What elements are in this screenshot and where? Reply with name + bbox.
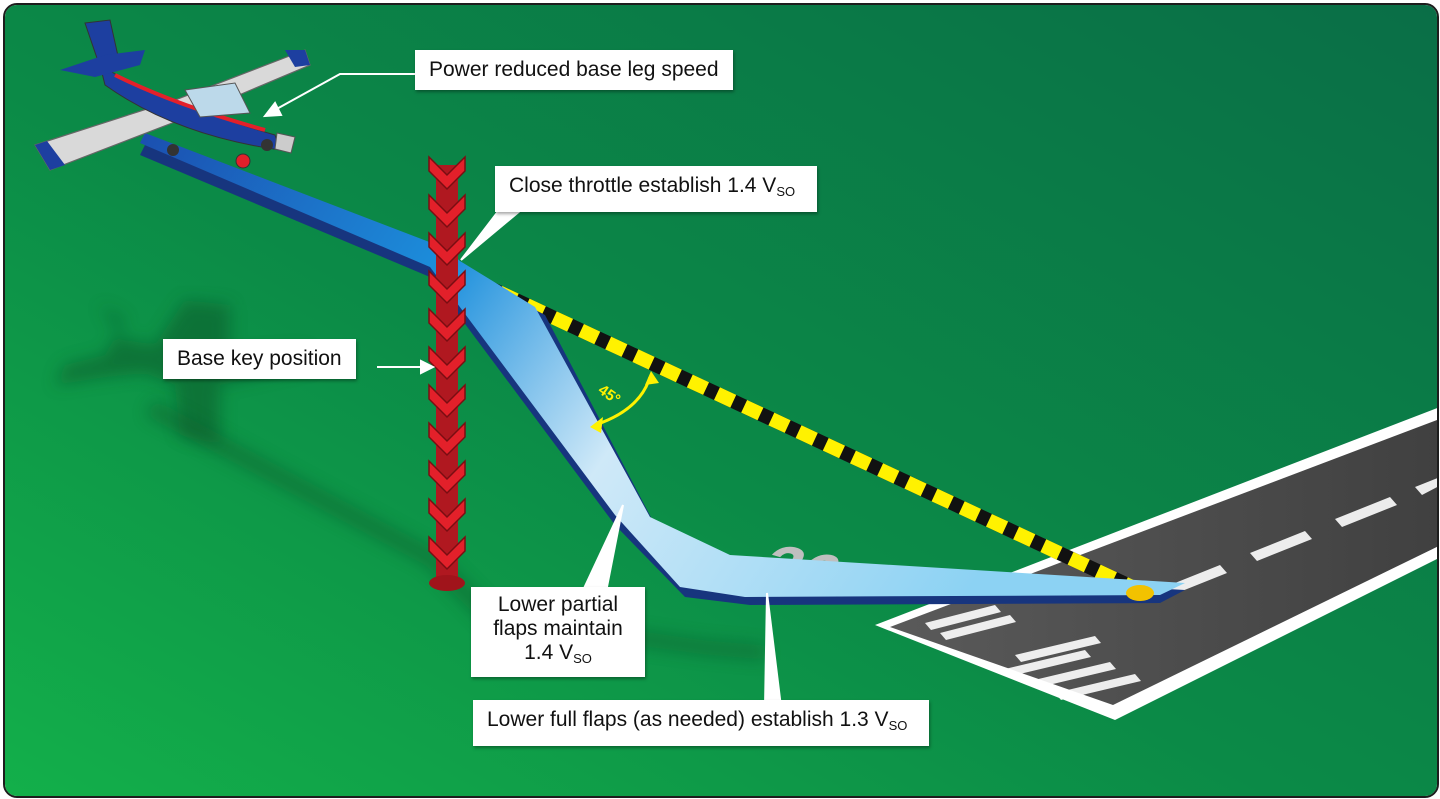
label-lower-partial-line3: 1.4 V (524, 641, 574, 664)
label-lower-partial-sub: SO (573, 651, 592, 666)
scene: 36 45° (5, 5, 1437, 796)
marker-chevron (428, 193, 466, 229)
label-base-key: Base key position (163, 339, 356, 379)
reference-line (442, 260, 1148, 600)
marker-chevron (428, 307, 466, 343)
label-close-throttle-text: Close throttle establish 1.4 V (509, 174, 777, 197)
marker-chevron (428, 459, 466, 495)
marker-chevron (428, 345, 466, 381)
label-lower-full: Lower full flaps (as needed) establish 1… (473, 700, 930, 746)
marker-chevron (428, 231, 466, 267)
diagram-frame: 36 45° (3, 3, 1439, 798)
marker-post-icon (428, 155, 466, 591)
marker-chevron (428, 269, 466, 305)
marker-chevron (428, 155, 466, 191)
airplane-icon (34, 19, 311, 171)
marker-chevron (428, 497, 466, 533)
label-close-throttle: Close throttle establish 1.4 VSO (495, 166, 818, 212)
label-lower-partial-line2: flaps maintain (493, 617, 623, 640)
label-lower-full-sub: SO (888, 718, 908, 733)
label-lower-partial-line1: Lower partial (497, 593, 619, 616)
marker-chevron (428, 421, 466, 457)
label-lower-partial: Lower partial flaps maintain 1.4 VSO (471, 587, 645, 677)
label-base-key-text: Base key position (177, 347, 342, 370)
label-lower-full-text: Lower full flaps (as needed) establish 1… (487, 708, 889, 731)
flight-path (140, 133, 1185, 605)
label-close-throttle-sub: SO (776, 184, 796, 199)
label-power-reduced-text: Power reduced base leg speed (429, 58, 719, 81)
label-power-reduced: Power reduced base leg speed (415, 50, 733, 90)
marker-chevron (428, 535, 466, 571)
marker-chevron (428, 383, 466, 419)
